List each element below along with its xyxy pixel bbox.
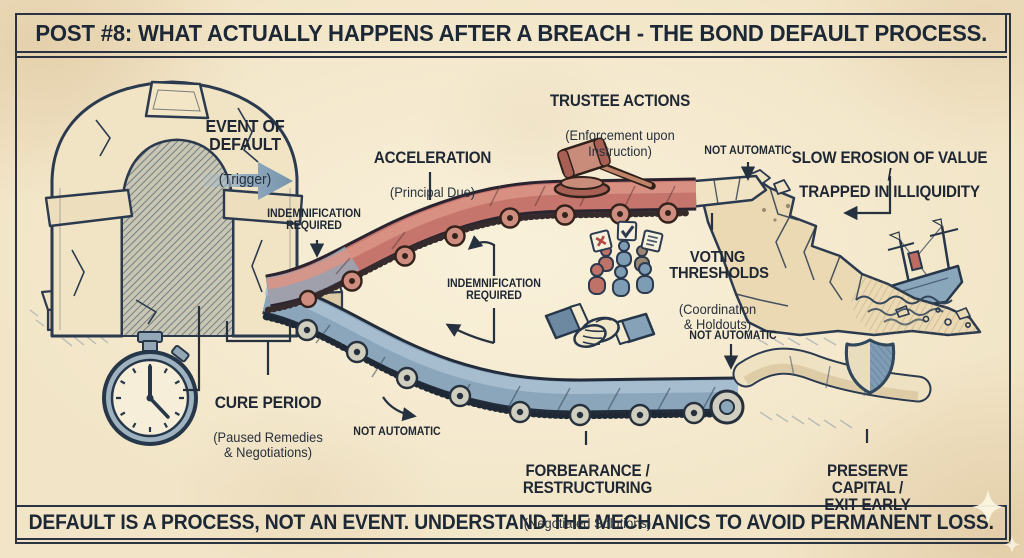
crumbling-cliff-icon [698,169,982,337]
label-indemnification-1: INDEMNIFICATION REQUIRED [267,208,361,232]
label-acceleration: ACCELERATION (Principal Due) [373,148,492,201]
label-not-automatic-3: NOT AUTOMATIC [353,426,441,438]
stopwatch-icon [102,331,198,446]
footer-tagline: DEFAULT IS A PROCESS, NOT AN EVENT. UNDE… [28,510,994,534]
label-event-of-default: EVENT OF DEFAULT (Trigger) [205,115,285,188]
arch-cracks [71,107,263,325]
stopwatch-connector [183,306,201,392]
voting-crowd-icon [588,240,654,297]
page-title: POST #8: WHAT ACTUALLY HAPPENS AFTER A B… [35,19,987,46]
label-preserve-capital: PRESERVE CAPITAL / EXIT EARLY [824,461,911,514]
blue-belt-wheels [295,318,706,427]
gavel-icon [553,137,656,199]
cure-period-bracket [225,321,292,375]
exit-ramp-stone [732,347,932,403]
label-indemnification-2: INDEMNIFICATION REQUIRED [447,278,541,302]
label-forbearance: FORBEARANCE / RESTRUCTURING (Negotiated … [522,461,653,531]
connector-lines [183,162,892,445]
title-bar: POST #8: WHAT ACTUALLY HAPPENS AFTER A B… [15,13,1007,53]
shield-icon [844,338,896,395]
slow-erosion-connector [843,176,892,221]
label-not-automatic-1: NOT AUTOMATIC [704,145,792,157]
label-not-automatic-2: NOT AUTOMATIC [689,330,777,342]
rock-debris [894,304,972,328]
label-slow-erosion: SLOW EROSION OF VALUE / TRAPPED IN ILLIQ… [791,148,988,201]
broken-arch-icon [44,80,304,338]
footer-bar: DEFAULT IS A PROCESS, NOT AN EVENT. UNDE… [15,505,1007,540]
label-trustee-actions: TRUSTEE ACTIONS (Enforcement upon Instru… [549,91,691,159]
label-cure-period: CURE PERIOD (Paused Remedies & Negotiati… [213,392,323,461]
ground-hatch [29,309,853,429]
waves [855,295,953,326]
not-automatic-arrow-bottom [382,396,417,422]
blue-conveyor-belt [261,279,745,427]
title-underline [15,56,1007,58]
handshake-icon [544,303,656,348]
trigger-arrow-icon [203,162,293,200]
label-voting-thresholds: VOTING THRESHOLDS (Coordination & Holdou… [669,248,769,332]
ballot-cards-icon [589,220,664,253]
